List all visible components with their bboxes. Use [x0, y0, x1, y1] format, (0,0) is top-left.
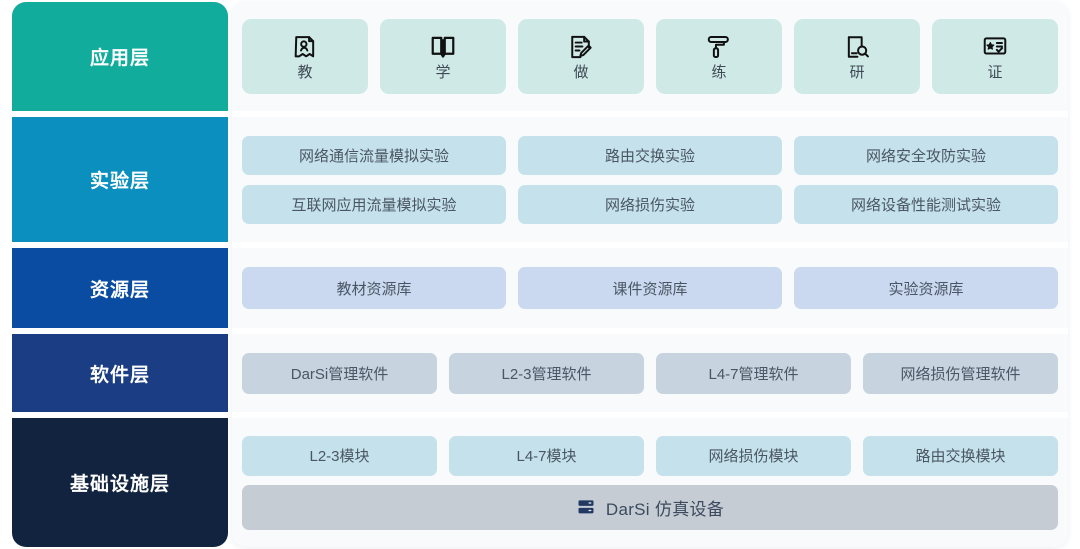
research-search-icon — [843, 33, 871, 61]
teach-icon — [291, 33, 319, 61]
app-tile-practice[interactable]: 练 — [656, 19, 782, 94]
experiment-layer-row: 网络通信流量模拟实验 路由交换实验 网络安全攻防实验 互联网应用流量模拟实验 网… — [232, 117, 1068, 242]
infrastructure-tile[interactable]: 网络损伤模块 — [656, 435, 851, 476]
app-tile-label: 证 — [987, 64, 1003, 81]
layer-band-label: 基础设施层 — [69, 474, 170, 495]
experiment-tile[interactable]: 路由交换实验 — [518, 135, 782, 175]
app-tile-teach[interactable]: 教 — [242, 19, 368, 94]
layer-band-label: 实验层 — [89, 171, 150, 192]
resource-tile-row: 教材资源库 课件资源库 实验资源库 — [242, 267, 1058, 309]
layer-content-card: 教 学 — [232, 2, 1068, 547]
infrastructure-tile-row: L2-3模块 L4-7模块 网络损伤模块 路由交换模块 — [242, 435, 1058, 476]
open-book-icon — [429, 33, 457, 61]
layer-band-label: 资源层 — [89, 279, 150, 301]
experiment-tile[interactable]: 网络通信流量模拟实验 — [242, 135, 506, 175]
resource-tile[interactable]: 实验资源库 — [794, 267, 1058, 309]
app-tile-research[interactable]: 研 — [794, 19, 920, 94]
resource-tile[interactable]: 课件资源库 — [518, 267, 782, 309]
software-tile[interactable]: L2-3管理软件 — [449, 352, 644, 394]
layer-band-resource[interactable]: 资源层 — [12, 248, 228, 328]
infrastructure-tile[interactable]: L2-3模块 — [242, 435, 437, 476]
server-rack-icon — [576, 497, 596, 517]
layer-band-software[interactable]: 软件层 — [12, 334, 228, 412]
software-tile[interactable]: L4-7管理软件 — [656, 352, 851, 394]
experiment-tile[interactable]: 网络设备性能测试实验 — [794, 184, 1058, 224]
application-layer-row: 教 学 — [232, 2, 1068, 111]
app-tile-label: 练 — [711, 64, 727, 81]
software-tile-row: DarSi管理软件 L2-3管理软件 L4-7管理软件 网络损伤管理软件 — [242, 352, 1058, 394]
resource-tile[interactable]: 教材资源库 — [242, 267, 506, 309]
experiment-tile[interactable]: 网络安全攻防实验 — [794, 135, 1058, 175]
software-tile[interactable]: DarSi管理软件 — [242, 352, 437, 394]
darsi-device-label: DarSi 仿真设备 — [605, 499, 725, 519]
infrastructure-tile[interactable]: 路由交换模块 — [863, 435, 1058, 476]
layer-band-label: 软件层 — [89, 364, 150, 386]
layer-band-experiment[interactable]: 实验层 — [12, 117, 228, 242]
app-tile-do[interactable]: 做 — [518, 19, 644, 94]
layer-band-label: 应用层 — [89, 48, 150, 69]
layer-band-infrastructure[interactable]: 基础设施层 — [12, 418, 228, 547]
app-tile-label: 学 — [435, 64, 451, 81]
infrastructure-layer-row: L2-3模块 L4-7模块 网络损伤模块 路由交换模块 DarSi 仿真设备 — [232, 418, 1068, 547]
write-doc-icon — [567, 33, 595, 61]
app-tile-learn[interactable]: 学 — [380, 19, 506, 94]
darsi-device-bar[interactable]: DarSi 仿真设备 — [242, 484, 1058, 530]
layer-label-column: 应用层 实验层 资源层 软件层 基础设施层 — [12, 2, 228, 547]
software-tile[interactable]: 网络损伤管理软件 — [863, 352, 1058, 394]
app-tile-label: 教 — [297, 64, 313, 81]
certificate-icon — [981, 33, 1009, 61]
experiment-tile[interactable]: 网络损伤实验 — [518, 184, 782, 224]
experiment-tile-row-2: 互联网应用流量模拟实验 网络损伤实验 网络设备性能测试实验 — [242, 184, 1058, 224]
experiment-tile-row-1: 网络通信流量模拟实验 路由交换实验 网络安全攻防实验 — [242, 135, 1058, 175]
resource-layer-row: 教材资源库 课件资源库 实验资源库 — [232, 248, 1068, 328]
layer-band-application[interactable]: 应用层 — [12, 2, 228, 111]
app-tile-label: 研 — [849, 64, 865, 81]
paint-roller-icon — [705, 33, 733, 61]
app-tile-label: 做 — [573, 64, 589, 81]
application-tile-row: 教 学 — [242, 19, 1058, 94]
infrastructure-tile[interactable]: L4-7模块 — [449, 435, 644, 476]
software-layer-row: DarSi管理软件 L2-3管理软件 L4-7管理软件 网络损伤管理软件 — [232, 334, 1068, 412]
app-tile-certify[interactable]: 证 — [932, 19, 1058, 94]
experiment-tile[interactable]: 互联网应用流量模拟实验 — [242, 184, 506, 224]
